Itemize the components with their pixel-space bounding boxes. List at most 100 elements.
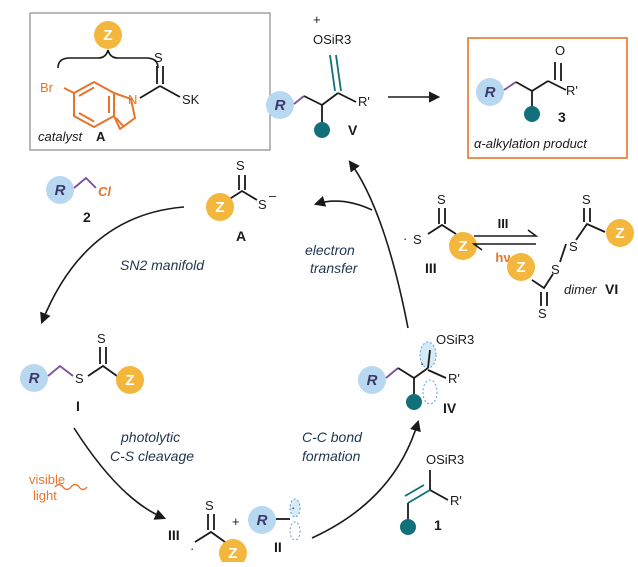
bottom-iii-dot: ·: [190, 541, 194, 556]
i-s: S: [75, 371, 84, 386]
iv-r-circle: [358, 366, 386, 394]
visible-light-wave: [54, 483, 88, 491]
catalyst-caption-letter: A: [96, 129, 106, 144]
iv-teal-dot: [406, 394, 422, 410]
dimer-caption-prefix: dimer: [564, 282, 597, 297]
chloride-r-circle: [46, 176, 74, 204]
label-electron: electron: [305, 242, 355, 258]
v-osir3: OSiR3: [313, 32, 351, 47]
label-visible: visible: [29, 472, 65, 487]
enol-number: 1: [434, 517, 442, 533]
thione-sulfur: S: [154, 50, 163, 65]
sk-group: SK: [182, 92, 200, 107]
i-thione-s: S: [97, 331, 106, 346]
chloride-r-label: R: [55, 182, 66, 199]
catalyst-caption-prefix: catalyst: [38, 129, 83, 144]
radical-iii-z-circle: [449, 232, 477, 260]
i-bonds: [47, 347, 118, 377]
dimer-z-upper: [606, 219, 634, 247]
species-v: + OSiR3 R R' V: [266, 12, 370, 138]
enol-teal-dot: [400, 519, 416, 535]
anion-a-bonds: [227, 175, 258, 201]
product-bonds: [503, 62, 567, 108]
equilibrium-top-label: III: [498, 216, 509, 231]
iv-radical-dot: ·: [420, 356, 424, 371]
anion-a: S Z S – A: [206, 158, 277, 244]
bottom-z-label: Z: [228, 545, 237, 562]
v-label: V: [348, 122, 358, 138]
arrow-oxidation: [348, 160, 409, 329]
radical-iii-dot: ·: [403, 231, 407, 246]
arrow-cc-bond: [311, 419, 421, 539]
ii-radical-dot: ·: [291, 500, 295, 515]
v-teal-dot: [314, 122, 330, 138]
v-plus: +: [313, 12, 321, 27]
product-r-label: R: [485, 84, 496, 101]
iv-r-label: R: [367, 372, 378, 389]
product-number: 3: [558, 109, 566, 125]
iv-osir3: OSiR3: [436, 332, 474, 347]
i-z-label: Z: [125, 372, 134, 389]
catalyst-box-frame: [29, 12, 271, 151]
arrow-labels: SN2 manifold electron transfer photolyti…: [29, 242, 363, 503]
v-r-label: R: [275, 97, 286, 114]
dimer-s-upper: S: [569, 239, 578, 254]
indole-structure: [63, 81, 136, 130]
iv-bonds: [385, 349, 447, 396]
dimer-z-lower-label: Z: [516, 259, 525, 276]
product-r-circle: [476, 78, 504, 106]
radical-iii-label: III: [425, 260, 437, 276]
label-transfer: transfer: [310, 260, 359, 276]
dithiocarbamate-bonds: [139, 66, 181, 99]
dimer-s-top: S: [582, 192, 591, 207]
v-bonds: [293, 54, 357, 125]
enol-r-prime: R': [450, 493, 462, 508]
product-panel: O R R' 3 α-alkylation product: [467, 37, 628, 159]
bottom-z-circle: [219, 539, 247, 567]
dimer-z-upper-label: Z: [615, 225, 624, 242]
anion-a-z-circle: [206, 193, 234, 221]
equilibrium-forward: [474, 229, 539, 237]
z-group-circle: [94, 21, 122, 49]
iv-label: IV: [443, 400, 457, 416]
chloride-number: 2: [83, 209, 91, 225]
product-teal-dot: [524, 106, 540, 122]
chloride-bond: [73, 176, 97, 189]
arrow-sn2: [40, 206, 185, 325]
radical-iii-thione-s: S: [437, 192, 446, 207]
radical-iii-s: S: [413, 232, 422, 247]
iv-orbital-bottom: [422, 379, 438, 405]
arrow-photolysis: [73, 427, 167, 520]
i-r-label: R: [29, 370, 40, 387]
label-cs-cleavage: C-S cleavage: [110, 448, 194, 464]
dimer-bonds: [531, 208, 606, 306]
i-label: I: [76, 398, 80, 414]
intermediate-i: R S S Z I: [20, 331, 144, 414]
v-r-prime: R': [358, 94, 370, 109]
chloride-cl: Cl: [98, 184, 111, 199]
equilibrium-bottom-label: hν: [495, 250, 510, 265]
ii-r-label: R: [257, 512, 268, 529]
product-box-frame: [467, 37, 628, 159]
i-z-circle: [116, 366, 144, 394]
intermediate-iv: OSiR3 · R R' IV: [358, 332, 474, 416]
label-formation: formation: [302, 448, 361, 464]
indole-nitrogen: N: [128, 92, 137, 107]
dimer-caption-letter: VI: [605, 281, 618, 297]
ii-label: II: [274, 539, 282, 555]
product-caption: α-alkylation product: [474, 136, 588, 151]
enol-bonds: [404, 470, 449, 522]
ii-orbital-top: [289, 498, 301, 518]
enol-substrate-1: OSiR3 R' 1: [400, 452, 464, 535]
radical-iii-top: S · S Z III: [403, 192, 477, 276]
equilibrium-reverse: [471, 243, 536, 251]
z-label: Z: [103, 27, 112, 44]
radical-iii-z-label: Z: [458, 238, 467, 255]
bottom-iii-bonds: [194, 514, 226, 543]
bottom-radicals: III S · Z + R · II: [168, 498, 301, 567]
iv-r-prime: R': [448, 371, 460, 386]
label-light: light: [33, 488, 57, 503]
i-r-circle: [20, 364, 48, 392]
